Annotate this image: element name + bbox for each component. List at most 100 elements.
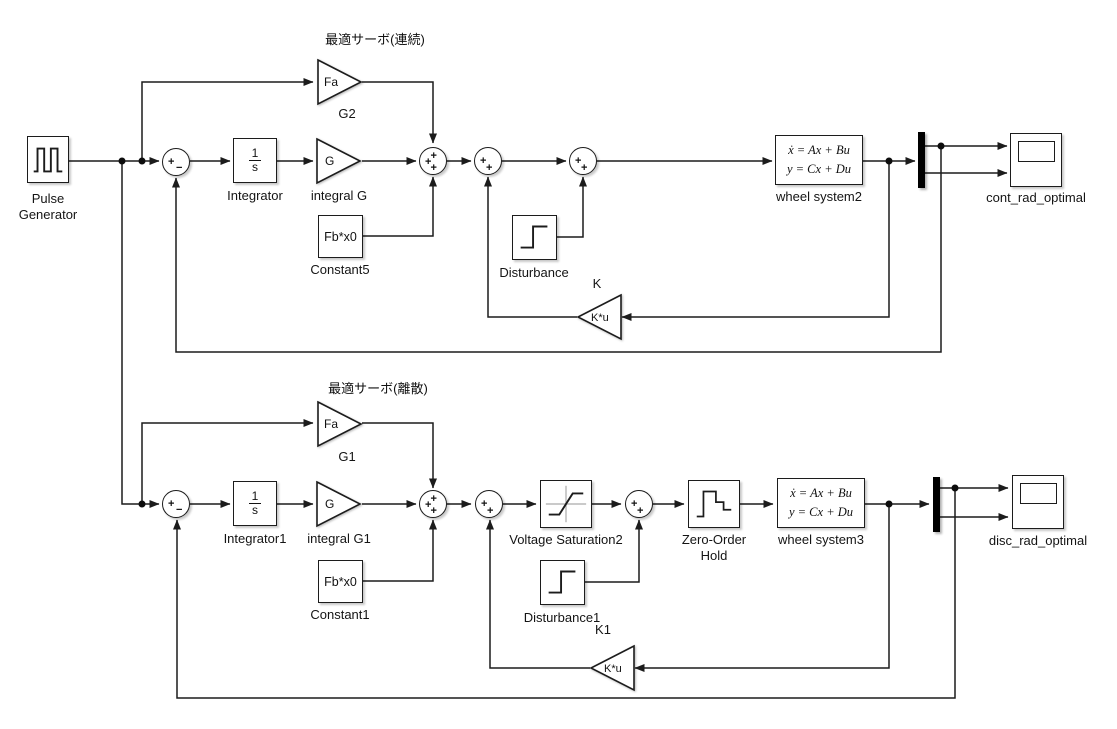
- sum-error-discrete[interactable]: + −: [162, 490, 190, 518]
- wire-branch-to-fa: [141, 419, 314, 504]
- wire-disturbance-to-sum: [585, 519, 643, 583]
- sum-state-feedback-discrete[interactable]: + +: [475, 490, 503, 518]
- pulse-generator-label: Pulse Generator: [18, 191, 78, 222]
- gain-fa1-label: G1: [338, 449, 356, 464]
- plus-sign: +: [425, 498, 432, 511]
- integrator-icon: 1 s: [234, 139, 276, 182]
- integrator-label: Integrator: [227, 188, 283, 203]
- plus-sign: +: [575, 155, 582, 167]
- integrator1-label: Integrator1: [223, 531, 287, 546]
- branch-dot: [118, 157, 126, 165]
- state-equation: ẋ = Ax + Bu: [790, 485, 852, 500]
- integrator-denominator: s: [252, 503, 258, 517]
- demux-bar[interactable]: [918, 132, 925, 188]
- wire-fa-to-sum: [362, 422, 437, 489]
- plus-sign: +: [486, 161, 493, 174]
- sum-combine-discrete[interactable]: + + +: [419, 490, 447, 518]
- scope-block[interactable]: [1010, 133, 1062, 187]
- scope-label: cont_rad_optimal: [986, 190, 1086, 205]
- plus-sign: +: [430, 149, 437, 162]
- disturbance-label: Disturbance: [499, 265, 569, 280]
- disturbance1-block[interactable]: [540, 560, 585, 605]
- plus-sign: +: [430, 162, 437, 174]
- branch-dot: [138, 500, 146, 508]
- branch-dot: [138, 157, 146, 165]
- demux-bar[interactable]: [933, 477, 940, 532]
- gain-integral-g1-block[interactable]: G: [316, 480, 362, 528]
- branch-dot: [885, 500, 893, 508]
- plus-sign: +: [637, 504, 644, 517]
- branch-dot: [951, 484, 959, 492]
- integrator-block[interactable]: 1 s: [233, 138, 277, 183]
- sum-disturbance-continuous[interactable]: + +: [569, 147, 597, 175]
- plus-sign: +: [430, 505, 437, 517]
- gain-value: K*u: [591, 312, 609, 324]
- wire-fa-to-sum: [362, 81, 437, 144]
- plus-sign: +: [581, 161, 588, 174]
- state-space-block[interactable]: ẋ = Ax + Bu y = Cx + Du: [775, 135, 863, 185]
- wire-constant-to-sum: [363, 519, 437, 582]
- annotation-title-continuous: 最適サーボ(連続): [325, 32, 425, 47]
- gain-fa1-block[interactable]: Fa: [317, 400, 363, 448]
- scope-screen: [1018, 141, 1055, 162]
- disturbance-block[interactable]: [512, 215, 557, 260]
- integrator-numerator: 1: [248, 489, 262, 504]
- plus-sign: +: [480, 155, 487, 167]
- state-space-label: wheel system3: [778, 532, 864, 547]
- gain-integral-g-label: integral G: [310, 188, 368, 203]
- integrator-icon: 1 s: [234, 482, 276, 525]
- wire-branch-to-fa: [141, 78, 314, 161]
- sum-state-feedback-continuous[interactable]: + +: [474, 147, 502, 175]
- gain-k-block[interactable]: K*u: [576, 293, 622, 341]
- wire-ku-to-sum: [486, 519, 590, 669]
- gain-k1-label: K1: [595, 622, 611, 637]
- scope-block[interactable]: [1012, 475, 1064, 529]
- wire-state-feedback: [634, 504, 890, 672]
- annotation-title-discrete: 最適サーボ(離散): [328, 381, 428, 396]
- plus-sign: +: [168, 498, 175, 510]
- output-equation: y = Cx + Du: [786, 162, 852, 176]
- gain-fa-label: G2: [338, 106, 356, 121]
- minus-sign: −: [176, 504, 183, 516]
- sum-error-continuous[interactable]: + −: [162, 148, 190, 176]
- gain-k1-block[interactable]: K*u: [589, 644, 635, 692]
- integrator1-block[interactable]: 1 s: [233, 481, 277, 526]
- constant-label: Constant5: [310, 262, 370, 277]
- gain-k-label: K: [592, 276, 602, 291]
- saturation-label: Voltage Saturation2: [509, 532, 623, 547]
- constant-value: Fb*x0: [324, 574, 357, 589]
- state-equation: ẋ = Ax + Bu: [788, 142, 850, 157]
- plus-sign: +: [430, 492, 437, 505]
- wire-state-feedback: [621, 161, 890, 321]
- gain-integral-g-block[interactable]: G: [316, 137, 362, 185]
- branch-dot: [937, 142, 945, 150]
- step-icon: [520, 225, 548, 249]
- disturbance1-label: Disturbance1: [523, 610, 601, 625]
- sum-disturbance-discrete[interactable]: + +: [625, 490, 653, 518]
- wire-outer-feedback: [172, 146, 942, 353]
- plus-sign: +: [631, 498, 638, 510]
- scope-screen: [1020, 483, 1057, 504]
- constant1-block[interactable]: Fb*x0: [318, 560, 363, 603]
- saturation-block[interactable]: [540, 480, 592, 528]
- plus-sign: +: [168, 156, 175, 168]
- gain-value: K*u: [604, 663, 622, 675]
- gain-fa-block[interactable]: Fa: [317, 58, 363, 106]
- sum-combine-continuous[interactable]: + + +: [419, 147, 447, 175]
- saturation-icon: [545, 485, 587, 523]
- gain-integral-g1-label: integral G1: [307, 531, 371, 546]
- state-space-block[interactable]: ẋ = Ax + Bu y = Cx + Du: [777, 478, 865, 528]
- scope-label: disc_rad_optimal: [988, 533, 1088, 548]
- plus-sign: +: [481, 498, 488, 510]
- integrator-denominator: s: [252, 160, 258, 174]
- minus-sign: −: [176, 162, 183, 174]
- state-space-equations: ẋ = Ax + Bu y = Cx + Du: [778, 479, 864, 527]
- constant-block[interactable]: Fb*x0: [318, 215, 363, 258]
- constant1-label: Constant1: [310, 607, 370, 622]
- wire-outer-feedback: [173, 488, 956, 699]
- wire-pulse-branch-down: [121, 161, 160, 508]
- integrator-numerator: 1: [248, 146, 262, 161]
- gain-value: G: [325, 154, 334, 168]
- pulse-generator-block[interactable]: [27, 136, 69, 183]
- zero-order-hold-block[interactable]: [688, 480, 740, 528]
